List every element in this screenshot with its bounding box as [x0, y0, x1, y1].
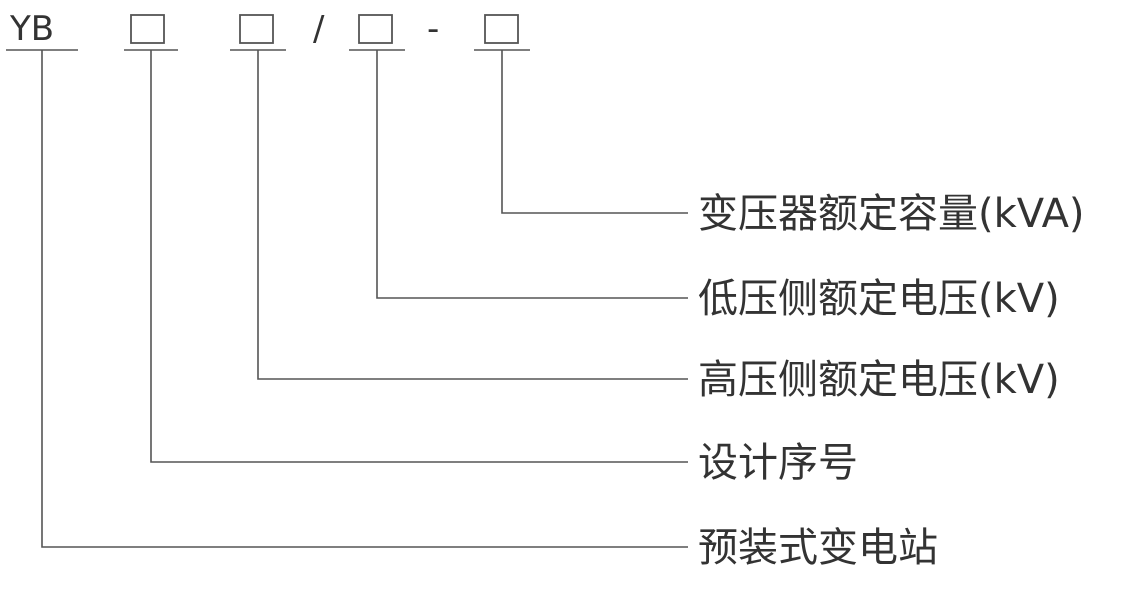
- code-dash: -: [427, 9, 439, 49]
- leader-line-lv-voltage: [376, 50, 688, 299]
- label-transformer-capacity: 变压器额定容量(kVA): [698, 191, 1085, 237]
- label-lv-rated-voltage: 低压侧额定电压(kV): [698, 276, 1060, 322]
- label-prefabricated-substation: 预装式变电站: [698, 525, 938, 571]
- field-box-hv-voltage: [239, 14, 274, 44]
- field-box-capacity: [484, 14, 519, 44]
- leader-line-design-number: [150, 50, 688, 463]
- field-box-lv-voltage: [358, 14, 393, 44]
- code-slash: /: [313, 9, 325, 49]
- leader-line-prefix: [41, 50, 688, 548]
- code-prefix: YB: [9, 9, 54, 49]
- label-design-number: 设计序号: [698, 440, 858, 486]
- leader-line-capacity: [501, 50, 688, 214]
- field-box-design-number: [130, 14, 165, 44]
- leader-line-hv-voltage: [257, 50, 688, 380]
- label-hv-rated-voltage: 高压侧额定电压(kV): [698, 357, 1060, 403]
